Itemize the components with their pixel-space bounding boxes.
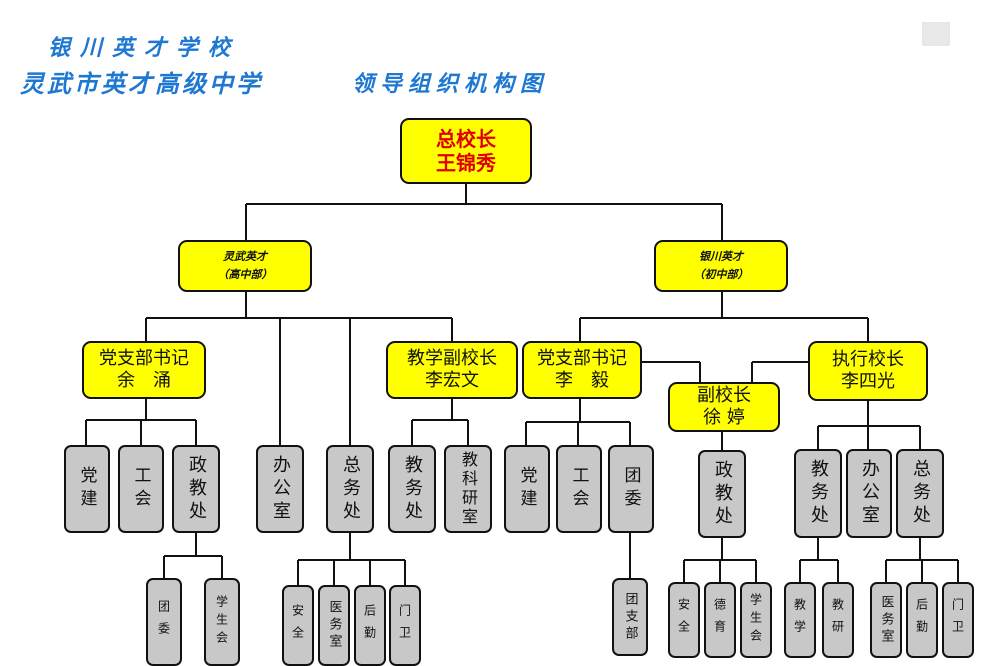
yinchuan-vice-principal-box: 副校长 徐 婷 — [668, 382, 780, 432]
yinchuan-guard-box: 门卫 — [942, 582, 974, 658]
yinchuan-moral-education-box: 德育 — [704, 582, 736, 658]
lingwu-safety-box: 安全 — [282, 585, 314, 666]
yinchuan-student-union-box: 学生会 — [740, 582, 772, 658]
yinchuan-clinic-box: 医务室 — [870, 582, 902, 658]
lingwu-academic-affairs-box: 教务处 — [388, 445, 436, 533]
yinchuan-union-box: 工会 — [556, 445, 602, 533]
yinchuan-safety-box: 安全 — [668, 582, 700, 658]
yinchuan-general-affairs-box: 总务处 — [896, 449, 944, 538]
yinchuan-party-secretary-box: 党支部书记 李 毅 — [522, 341, 642, 399]
president-box: 总校长 王锦秀 — [400, 118, 532, 184]
lingwu-research-office-box: 教科研室 — [444, 445, 492, 533]
yinchuan-executive-principal-box: 执行校长 李四光 — [808, 341, 928, 401]
lingwu-clinic-box: 医务室 — [318, 585, 350, 666]
lingwu-logistics-box: 后勤 — [354, 585, 386, 666]
lingwu-student-union-box: 学生会 — [204, 578, 240, 666]
lingwu-youth-league-box: 团委 — [146, 578, 182, 666]
lingwu-political-office-box: 政教处 — [172, 445, 220, 533]
yinchuan-party-building-box: 党建 — [504, 445, 550, 533]
lingwu-guard-box: 门卫 — [389, 585, 421, 666]
yinchuan-political-office-box: 政教处 — [698, 450, 746, 538]
lingwu-general-office-box: 办公室 — [256, 445, 304, 533]
lingwu-academic-vp-box: 教学副校长 李宏文 — [386, 341, 518, 399]
yinchuan-league-branch-box: 团支部 — [612, 578, 648, 656]
yinchuan-youth-league-box: 团委 — [608, 445, 654, 533]
lingwu-union-box: 工会 — [118, 445, 164, 533]
watermark-patch — [922, 22, 950, 46]
title-school-yinchuan: 银川英才学校 — [48, 35, 241, 61]
yinchuan-research-box: 教研 — [822, 582, 854, 658]
title-school-lingwu: 灵武市英才高级中学 — [20, 69, 263, 98]
yinchuan-teaching-box: 教学 — [784, 582, 816, 658]
lingwu-campus-box: 灵武英才 （高中部） — [178, 240, 312, 292]
lingwu-party-secretary-box: 党支部书记 余 涌 — [82, 341, 206, 399]
yinchuan-campus-box: 银川英才 （初中部） — [654, 240, 788, 292]
yinchuan-general-office-box: 办公室 — [846, 449, 892, 538]
lingwu-general-affairs-box: 总务处 — [326, 445, 374, 533]
lingwu-party-building-box: 党建 — [64, 445, 110, 533]
title-org-chart: 领导组织机构图 — [352, 71, 549, 97]
yinchuan-logistics-box: 后勤 — [906, 582, 938, 658]
yinchuan-academic-affairs-box: 教务处 — [794, 449, 842, 538]
